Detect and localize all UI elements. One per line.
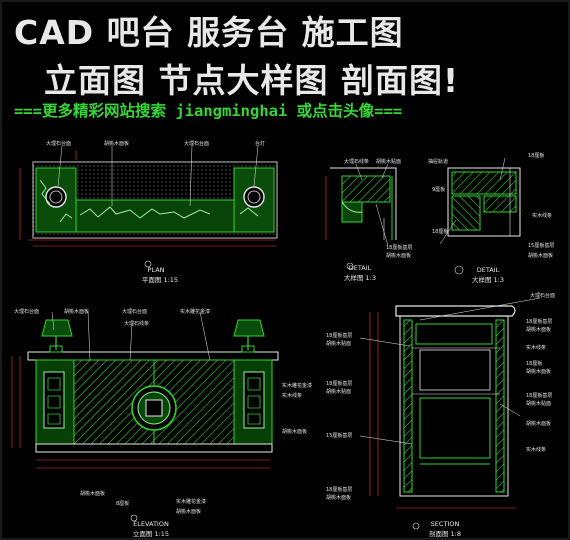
detail-b-label-ply9: 9厘板 [432, 187, 446, 193]
detail-b-label-ply18-left: 18厘板 [432, 229, 449, 235]
detail-a-drawing [325, 167, 397, 270]
plan-label-table-lamp: 台灯 [255, 141, 266, 147]
elev-label-solid-carved-bottom: 实木雕花金漆 [176, 499, 207, 505]
elev-label-solid-line-right: 实木线条 [282, 393, 303, 399]
detail-b-label-solid-wood: 实木线条 [532, 213, 553, 219]
title-line-1: CAD 吧台 服务台 施工图 [14, 13, 404, 52]
elev-label-solid-carved: 实木雕花金漆 [180, 309, 211, 315]
sect-label-walnut-panel-b: 胡桃木面板 [526, 327, 552, 333]
sect-caption-en: SECTION [430, 520, 460, 528]
detail-b-label-walnut-panel: 胡桃木面板 [528, 253, 554, 259]
search-subtitle: ===更多精彩网站搜索 jiangminghai 或点击头像=== [14, 102, 403, 120]
plan-label-marble-top: 大理石台面 [46, 141, 72, 147]
elev-label-walnut-bottom: 胡桃木面板 [80, 491, 106, 497]
sect-label-walnut-panel-f: 胡桃木面板 [526, 421, 552, 427]
leader-lines [51, 145, 541, 445]
sect-label-ply18-e: 18厘板基层 [526, 393, 553, 399]
plan-label-walnut-panel: 胡桃木面板 [104, 141, 130, 147]
elev-label-marble-line: 大理石线条 [124, 321, 150, 327]
sect-label-marble-top: 大理石台面 [530, 293, 556, 299]
plan-caption-cn: 平面图 1:15 [141, 276, 179, 284]
sect-label-solid-line-f: 实木线条 [526, 447, 547, 453]
elev-label-walnut-bottom-2: 胡桃木面板 [176, 509, 202, 515]
elevation-drawing [11, 319, 279, 522]
sect-label-walnut-veneer-a: 胡桃木贴面 [326, 341, 352, 347]
elev-caption-en: ELEVATION [133, 520, 169, 528]
detail-b-label-drawer-rail: 抽屉轨道 [428, 159, 449, 165]
detail-a-label-walnut-panel: 胡桃木面板 [386, 253, 412, 259]
sect-label-walnut-panel-c: 胡桃木面板 [526, 369, 552, 375]
detail-b-label-ply18-top: 18厘板 [528, 153, 545, 159]
detail-a-caption-en: DETAIL [348, 264, 372, 272]
detail-a-label-walnut-veneer: 胡桃木贴面 [376, 159, 402, 165]
detail-b-caption-cn: 大样图 1:3 [471, 276, 505, 284]
sect-label-walnut-veneer-d: 胡桃木贴面 [326, 389, 352, 395]
elev-caption-cn: 立面图 1:15 [132, 530, 170, 538]
elev-label-solid-carved-right: 实木雕花金漆 [282, 383, 313, 389]
elev-label-walnut-panel-right: 胡桃木面板 [282, 429, 308, 435]
elev-label-marble-top: 大理石台面 [14, 309, 40, 315]
elev-label-base-ply: 8厘板 [116, 501, 130, 507]
title-line-2: 立面图 节点大样图 剖面图! [44, 61, 460, 100]
plan-caption-en: PLAN [147, 266, 165, 274]
sect-label-ply18-b: 18厘板基层 [526, 319, 553, 325]
section-drawing [369, 305, 516, 530]
detail-b-label-ply15: 15厘板基层 [528, 243, 555, 249]
sect-label-ply18-g: 18厘板基层 [326, 487, 353, 493]
sect-label-solid-line: 实木线条 [526, 345, 547, 351]
detail-a-label-marble-line: 大理石线条 [344, 159, 370, 165]
sect-caption-cn: 剖面图 1:8 [428, 530, 462, 538]
sect-label-walnut-g: 胡桃木面板 [326, 495, 352, 501]
sect-label-walnut-veneer-e: 胡桃木贴面 [526, 401, 552, 407]
sect-label-ply18-a: 18厘板基层 [326, 333, 353, 339]
detail-a-label-ply18: 18厘板基层 [386, 245, 413, 251]
sect-label-ply18-d: 18厘板基层 [326, 381, 353, 387]
elev-label-walnut-panel: 胡桃木面板 [64, 309, 90, 315]
elev-label-marble-top-2: 大理石台面 [122, 309, 148, 315]
detail-b-caption-en: DETAIL [476, 266, 500, 274]
sect-label-ply15: 15厘板基层 [326, 433, 353, 439]
detail-a-caption-cn: 大样图 1:3 [343, 274, 377, 282]
plan-label-marble-top-2: 大理石台面 [184, 141, 210, 147]
plan-drawing [19, 150, 278, 247]
detail-b-drawing [447, 167, 521, 275]
sect-label-ply18-c: 18厘板 [526, 361, 543, 367]
